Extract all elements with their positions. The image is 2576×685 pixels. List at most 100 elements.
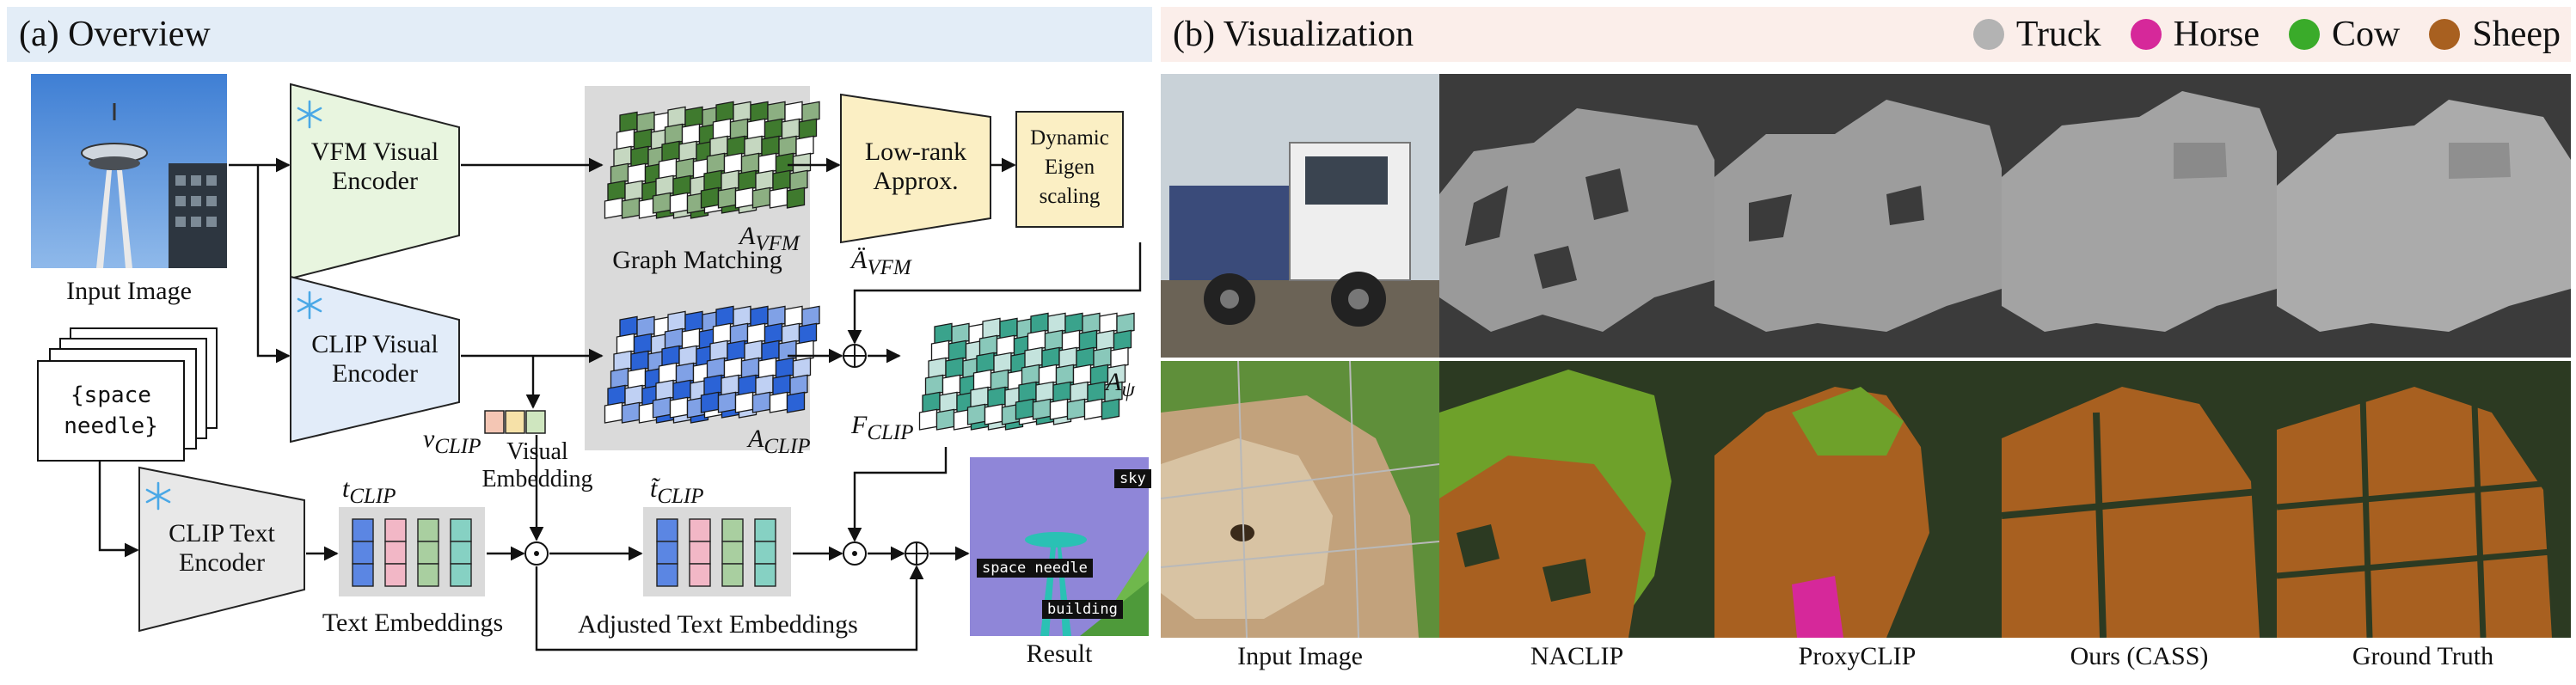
lowrank-label-line: Low-rank	[864, 138, 967, 166]
matrix-cell	[801, 305, 820, 327]
prompt-text-line: needle}	[64, 413, 158, 439]
visual-embedding-bar	[484, 410, 546, 434]
legend-label-sheep: Sheep	[2472, 15, 2561, 54]
matrix-cell	[792, 357, 812, 379]
embedding-cell	[689, 563, 711, 587]
lowrank-label: Low-rank Approx.	[841, 138, 991, 196]
clip-affinity-matrices	[604, 305, 820, 424]
matrix-cell	[789, 374, 808, 396]
dynamic-eigen-label-line: Eigen	[1044, 156, 1095, 179]
sheep-naclip-result	[1439, 361, 1714, 638]
result-tag-building: building	[1042, 600, 1123, 619]
dynamic-eigen-label-line: Dynamic	[1030, 126, 1109, 150]
overview-title: (a) Overview	[19, 15, 211, 54]
matrix-cell	[717, 391, 737, 413]
add-operator	[843, 344, 867, 368]
matrix-cell	[700, 187, 720, 209]
dynamic-eigen-label-line: scaling	[1039, 185, 1101, 208]
a-clip-sub: CLIP	[764, 435, 811, 458]
vfm-encoder-label-line: Encoder	[332, 167, 418, 195]
result-tag-space-needle: space needle	[977, 559, 1093, 578]
a-vfm-label: AVFM	[739, 222, 800, 259]
text-embeddings-label: Text Embeddings	[322, 609, 504, 637]
matrix-cell	[1110, 346, 1129, 369]
legend-dot-truck	[1972, 19, 2004, 50]
matrix-cell	[604, 197, 623, 219]
clip-encoder-label: CLIP Visual Encoder	[291, 330, 459, 388]
a-psi-label: Aψ	[1106, 368, 1135, 405]
vfm-encoder-label-line: VFM Visual	[310, 138, 439, 166]
sheep-input-image	[1161, 361, 1439, 638]
clip-visual-encoder	[290, 275, 460, 443]
embedding-cell	[450, 563, 472, 587]
matrix-cell	[935, 408, 955, 431]
legend-item-cow: Cow	[2288, 14, 2401, 55]
a-vfm-ddot-label: ÄVFM	[851, 246, 911, 283]
a-vfm-symbol: A	[739, 222, 756, 250]
embedding-cell	[384, 518, 407, 542]
a-clip-symbol: A	[748, 425, 764, 453]
dynamic-eigen-label: Dynamic Eigen scaling	[1016, 124, 1123, 211]
embedding-cell	[352, 541, 374, 565]
graph-matching-label: Graph Matching	[612, 246, 782, 274]
matrix-cell	[604, 401, 623, 424]
vfm-encoder	[290, 83, 460, 280]
legend-item-sheep: Sheep	[2429, 14, 2561, 55]
visual-embedding-label-line: Embedding	[481, 466, 593, 492]
embedding-cell	[721, 563, 744, 587]
embedding-cell	[656, 563, 678, 587]
truck-naclip-result	[1439, 74, 1714, 358]
matrix-cell	[1083, 398, 1103, 420]
embedding-cell	[754, 563, 776, 587]
clip-text-label-line: Encoder	[179, 548, 265, 577]
clip-encoder-label-line: Encoder	[332, 359, 418, 388]
matrix-cell	[1107, 364, 1126, 386]
clip-text-encoder-label: CLIP Text Encoder	[139, 519, 304, 578]
a-vfm-sub: VFM	[755, 232, 800, 255]
flow-arrows	[98, 157, 1142, 651]
truck-proxyclip-result	[1714, 74, 2002, 358]
legend-label-cow: Cow	[2331, 15, 2401, 54]
matrix-cell	[669, 192, 689, 214]
embedding-cell	[656, 541, 678, 565]
vfm-affinity-matrices	[604, 101, 820, 219]
embedding-cell	[352, 563, 374, 587]
matrix-cell	[769, 391, 788, 413]
matrix-cell	[1104, 381, 1123, 403]
embedding-cell	[721, 518, 744, 542]
a-psi-symbol: A	[1106, 368, 1122, 396]
t-tilde-symbol: t̃	[650, 474, 658, 503]
matrix-cell	[652, 396, 672, 419]
matrix-cell	[798, 322, 818, 345]
a-clip-label: ACLIP	[748, 425, 811, 462]
embedding-cell	[721, 541, 744, 565]
column-label-naclip: NACLIP	[1530, 642, 1624, 670]
matrix-cell	[734, 187, 754, 209]
snowflake-icon	[297, 100, 322, 129]
result-tag-sky: sky	[1114, 469, 1151, 488]
legend-label-truck: Truck	[2015, 15, 2101, 54]
embedding-cell	[352, 518, 374, 542]
visualization-title: (b) Visualization	[1173, 15, 1414, 54]
embedding-cell	[689, 518, 711, 542]
clip-text-label-line: CLIP Text	[169, 519, 275, 547]
psi-affinity-matrices	[918, 312, 1135, 431]
input-image	[31, 74, 227, 268]
add-operator	[905, 541, 929, 566]
truck-input-image	[1161, 74, 1439, 358]
matrix-cell	[789, 169, 808, 192]
t-clip-symbol: t	[342, 474, 350, 503]
matrix-cell	[792, 152, 812, 174]
matrix-cell	[786, 391, 806, 413]
legend-label-horse: Horse	[2173, 15, 2260, 54]
matrix-cell	[621, 401, 641, 424]
truck-ground-truth	[2277, 74, 2571, 358]
legend-item-truck: Truck	[1972, 14, 2101, 55]
visual-embedding-label-line: Visual	[506, 438, 568, 465]
snowflake-icon	[145, 481, 171, 511]
sheep-ground-truth	[2277, 361, 2571, 638]
overview-diagram	[31, 74, 1149, 651]
visual-embedding-label: Visual Embedding	[464, 438, 610, 493]
t-clip-label: tCLIP	[342, 474, 396, 511]
text-prompt-stack	[37, 327, 218, 462]
